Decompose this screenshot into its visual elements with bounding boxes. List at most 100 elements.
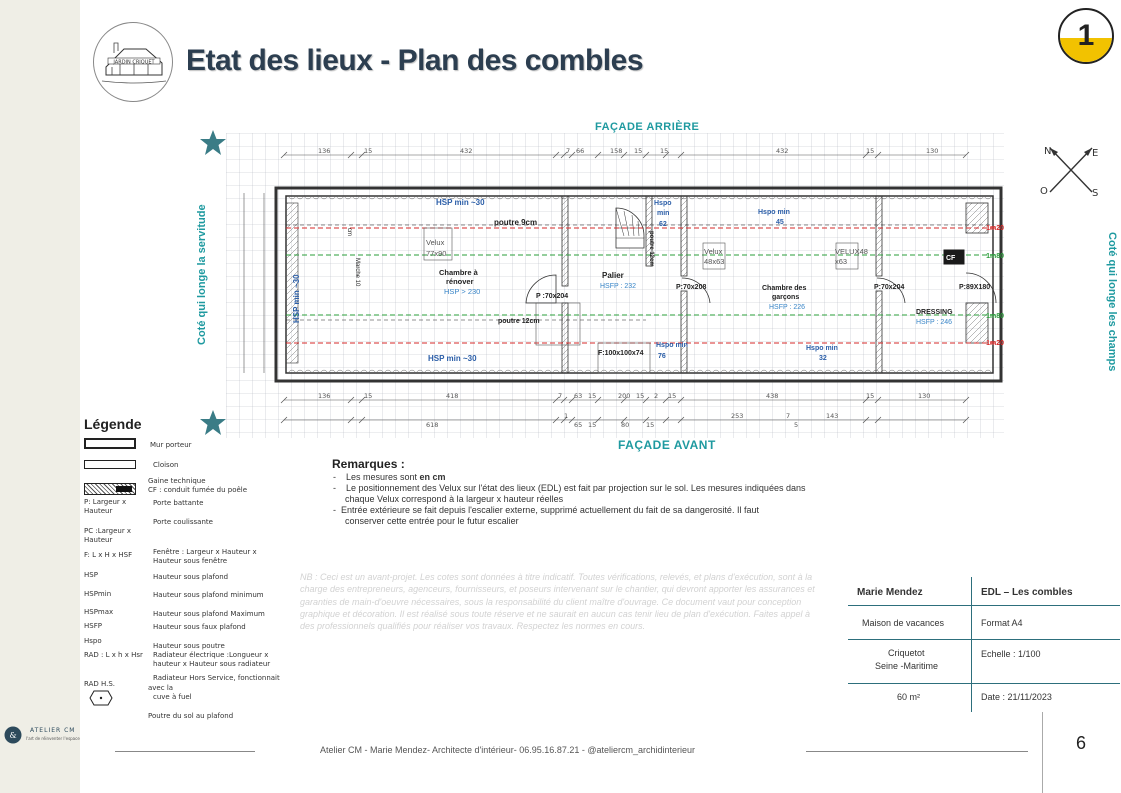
dimension-tick [594,416,602,424]
label-p-70x204-a: P :70x204 [536,293,568,300]
dim-label: 136 [318,392,330,400]
label-cf: CF [946,255,956,262]
dim-label: 15 [646,421,654,429]
remarks-title: Remarques : [332,457,405,471]
label-velux-2-size: 48x63 [704,257,724,266]
dim-label: 418 [446,392,458,400]
brand-mark-icon: & [4,726,22,744]
page-badge-number: 1 [1077,19,1095,52]
remark-1: - Les mesures sont en cm [333,472,446,482]
dim-label: 2 [654,392,658,400]
brand-name: ATELIER CM [30,727,76,734]
page-title: Etat des lieux - Plan des combles [186,44,644,78]
dim-label: 80 [621,421,629,429]
label-p-70x208: P:70x208 [676,284,706,291]
legend-radhs-key: RAD H.S. [84,680,116,688]
legend-hsp-key: HSP [84,571,98,579]
remark-2: - Le positionnement des Velux sur l'état… [333,483,806,493]
side-right-label: Coté qui longe les champs [1106,232,1118,372]
tb-doc: EDL – Les combles [981,587,1073,598]
legend-radhs-val: Radiateur Hors Service, fonctionnait [153,674,280,682]
label-p-89x180: P:89X180 [959,284,990,291]
label-1m20-b: 1m20 [986,340,1004,347]
label-p-70x204-b: P:70x204 [874,284,904,291]
remark-3: - Entrée extérieure se fait depuis l'esc… [333,505,759,515]
dimension-tick [677,396,685,404]
dim-label: 158 [610,147,622,155]
star-icon [200,130,226,155]
label-cm: cm [346,228,352,236]
label-hspo-62a: Hspo [654,200,672,207]
legend-hsfp-val: Hauteur sous faux plafond [153,623,246,631]
dim-label: 15 [364,147,372,155]
label-hsp-230: HSP > 230 [444,287,480,296]
legend-hspmax-val: Hauteur sous plafond Maximum [153,610,265,618]
remark-3-text-a: Entrée extérieure se fait depuis l'escal… [341,505,759,515]
dimension-tick [862,151,870,159]
label-1m80-b: 1m80 [986,313,1004,320]
dimension-tick [862,416,870,424]
logo-text: JARDIN CRIQUET [112,60,155,66]
label-f-100: F:100x100x74 [598,350,644,357]
label-hsfp-232: HSFP : 232 [600,283,636,290]
legend-hsfp-key: HSFP [84,622,102,630]
dim-label: 130 [918,392,930,400]
legend-gaine-2: CF : conduit fumée du poêle [148,486,248,494]
dimension-tick [677,416,685,424]
legend-cloison: Cloison [153,461,179,469]
tb-scale: Echelle : 1/100 [981,649,1041,659]
label-chambre-garcons: Chambre des [762,285,806,292]
legend-title: Légende [84,416,142,432]
side-left-label: Coté qui longe la servitude [196,204,208,345]
star-icon [200,410,226,435]
remark-1-text: Les mesures sont [346,472,420,482]
left-sidebar [0,0,80,793]
title-part-1: Etat des lieux - [186,44,398,77]
tb-date: Date : 21/11/2023 [981,692,1052,702]
dim-label: 15 [588,421,596,429]
dimension-tick [662,416,670,424]
label-hspo-32b: 32 [819,355,827,362]
house-logo: JARDIN CRIQUET [93,22,173,102]
dim-label: 618 [426,421,438,429]
footer-divider [1042,712,1043,793]
legend-gaine-swatch [84,483,136,495]
dimension-tick [862,396,870,404]
label-hspo-45a: Hspo min [758,209,790,216]
compass-n: N [1044,146,1051,157]
legend-pc-2: Hauteur [84,536,113,544]
legend-hspmin-val: Hauteur sous plafond minimum [153,591,264,599]
page-badge: 1 [1058,8,1114,64]
legend-cuve: cuve à fuel [153,693,192,701]
dim-label: 200 [618,392,630,400]
legend-rad-key: RAD : L x h x Hsr [84,651,143,659]
dim-label: 1 [564,412,568,420]
dimension-tick [677,151,685,159]
dim-label: 7 [558,392,562,400]
dimension-tick [568,396,576,404]
tb-city-2: Seine -Maritime [875,661,939,671]
tb-area: 60 m² [897,692,921,702]
dim-label: 143 [826,412,838,420]
dim-label: 7 [566,147,570,155]
label-velux-1-size: 77x90 [426,249,446,258]
tb-city-1: Criquetot [888,648,925,658]
label-hsp-left: HSP min ~30 [292,274,301,323]
floor-plan-drawing: 136 15 432 7 66 158 15 15 432 15 130 136… [226,133,1035,438]
dimension-tick [962,151,970,159]
dimension-tick [642,416,650,424]
dimension-tick [552,416,560,424]
label-hsp-top: HSP min ~30 [436,198,485,207]
dim-label: 5 [794,421,798,429]
legend-fenetre-1: Fenêtre : Largeur x Hauteur x [153,548,257,556]
legend-pc-1: PC :Largeur x [84,527,132,535]
label-hspo-76: 76 [658,353,666,360]
legend-fenetre-2: Hauteur sous fenêtre [153,557,228,565]
label-1m20-a: 1m20 [986,225,1004,232]
dim-label: 130 [926,147,938,155]
dim-label: 7 [786,412,790,420]
label-velux-3: VELUX48 [835,247,868,256]
dimension-tick [552,396,560,404]
page-number: 6 [1076,733,1087,753]
dimension-tick [568,416,576,424]
